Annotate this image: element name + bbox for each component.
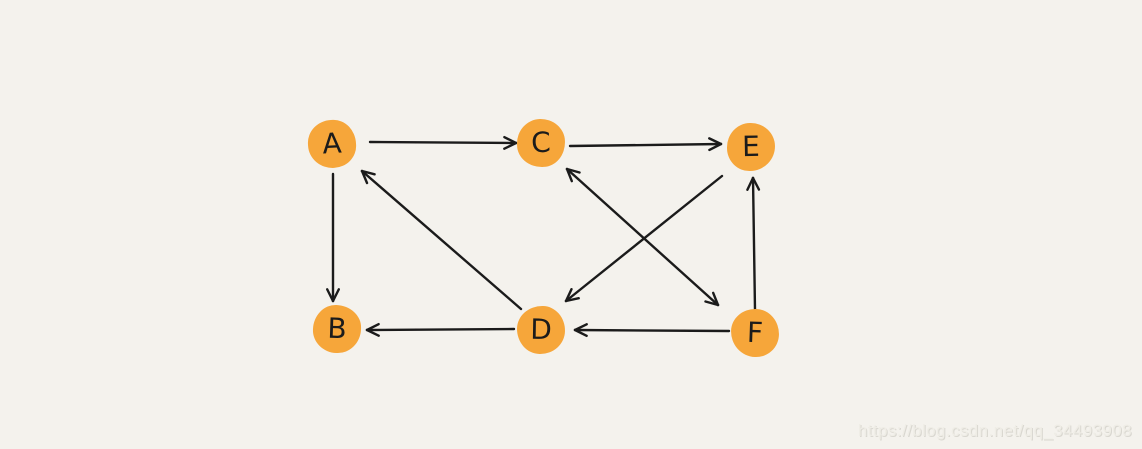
edge-E-D <box>564 174 724 303</box>
edge-F-E <box>751 176 757 312</box>
edge-D-B <box>365 327 516 332</box>
edge-E-D-arrowhead-icon <box>564 297 580 303</box>
watermark: https://blog.csdn.net/qq_34493908 <box>857 421 1132 440</box>
edge-A-C <box>368 140 518 145</box>
edge-D-A <box>360 169 523 311</box>
edge-A-C-arrowhead-icon <box>503 135 518 145</box>
edge-A-C-arrowhead-icon <box>503 141 518 150</box>
edge-C-E-arrowhead-icon <box>708 137 723 146</box>
edge-A-B-arrowhead-icon <box>331 288 340 303</box>
edge-A-B-arrowhead-icon <box>326 288 335 303</box>
edge-F-C-arrowhead-icon <box>565 167 581 174</box>
edge-F-D-arrowhead-icon <box>573 328 588 338</box>
edge-D-B-arrowhead-icon <box>365 322 380 332</box>
edge-F-C-arrowhead-icon <box>712 291 720 307</box>
edge-D-B-arrowhead-icon <box>365 328 380 337</box>
edge-F-C-arrowhead-icon <box>565 167 573 183</box>
edge-F-C-arrowhead-icon <box>704 300 720 307</box>
edge-C-E <box>568 142 723 148</box>
edge-F-D-arrowhead-icon <box>573 323 588 332</box>
edge-F-E-arrowhead-icon <box>751 176 761 191</box>
edge-C-E-arrowhead-icon <box>708 142 723 152</box>
edge-F-C <box>565 167 720 307</box>
edge-E-D-arrowhead-icon <box>564 288 573 303</box>
edge-D-A-arrowhead-icon <box>360 169 376 176</box>
edge-F-E-arrowhead-icon <box>746 176 755 191</box>
edge-D-A-arrowhead-icon <box>360 169 369 185</box>
edge-F-D <box>573 328 731 333</box>
